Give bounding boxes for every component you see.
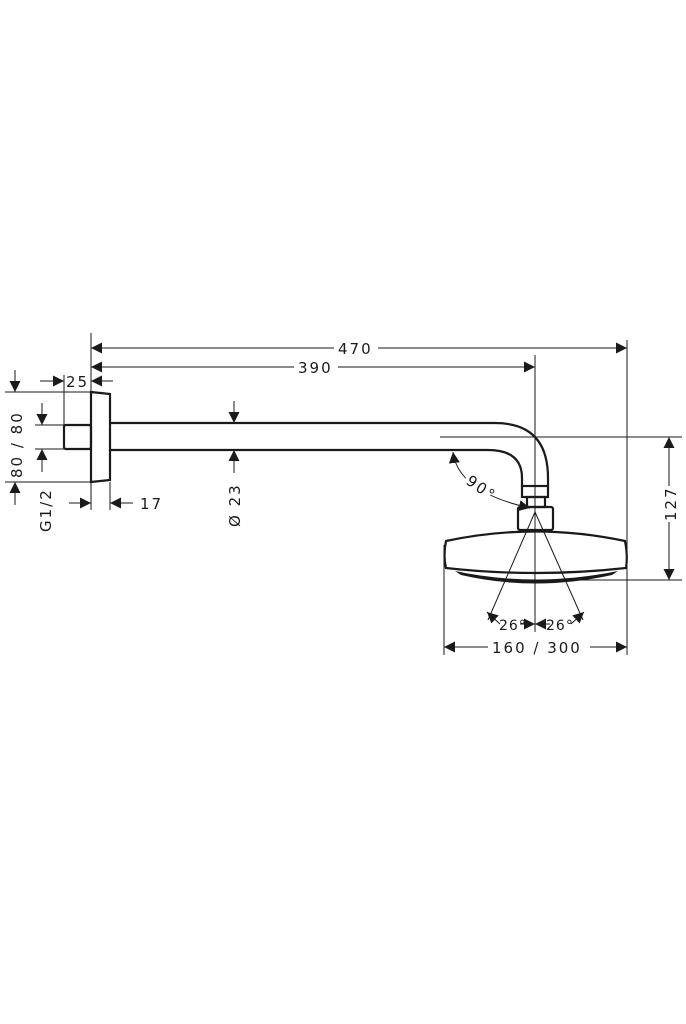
label-spray-angle-right: 26° xyxy=(546,618,574,634)
shower-arm-assembly xyxy=(62,390,628,584)
label-thread: G1/2 xyxy=(37,488,55,532)
label-arm-length: 390 xyxy=(298,359,333,377)
label-overall-length: 470 xyxy=(338,340,373,358)
arm-outer xyxy=(110,421,550,486)
label-arm-diameter: Ø 23 xyxy=(226,483,244,527)
thread-stub xyxy=(62,423,93,451)
wall-plate xyxy=(89,390,112,484)
joint-neck xyxy=(525,495,547,509)
label-head-width: 160 / 300 xyxy=(492,639,582,657)
label-height: 127 xyxy=(662,486,680,521)
label-plate-offset: 25 xyxy=(66,373,89,391)
label-spray-angle-left: 26° xyxy=(499,618,527,634)
label-plate-height: 80 / 80 xyxy=(8,411,26,478)
dimension-labels: 470 390 25 80 / 80 G1/2 17 Ø 23 90° 127 … xyxy=(8,339,680,657)
shower-head xyxy=(443,530,628,575)
label-plate-depth: 17 xyxy=(140,495,163,513)
dimension-lines xyxy=(9,342,675,653)
arm-inner xyxy=(110,448,524,486)
nozzle-face xyxy=(455,571,618,584)
